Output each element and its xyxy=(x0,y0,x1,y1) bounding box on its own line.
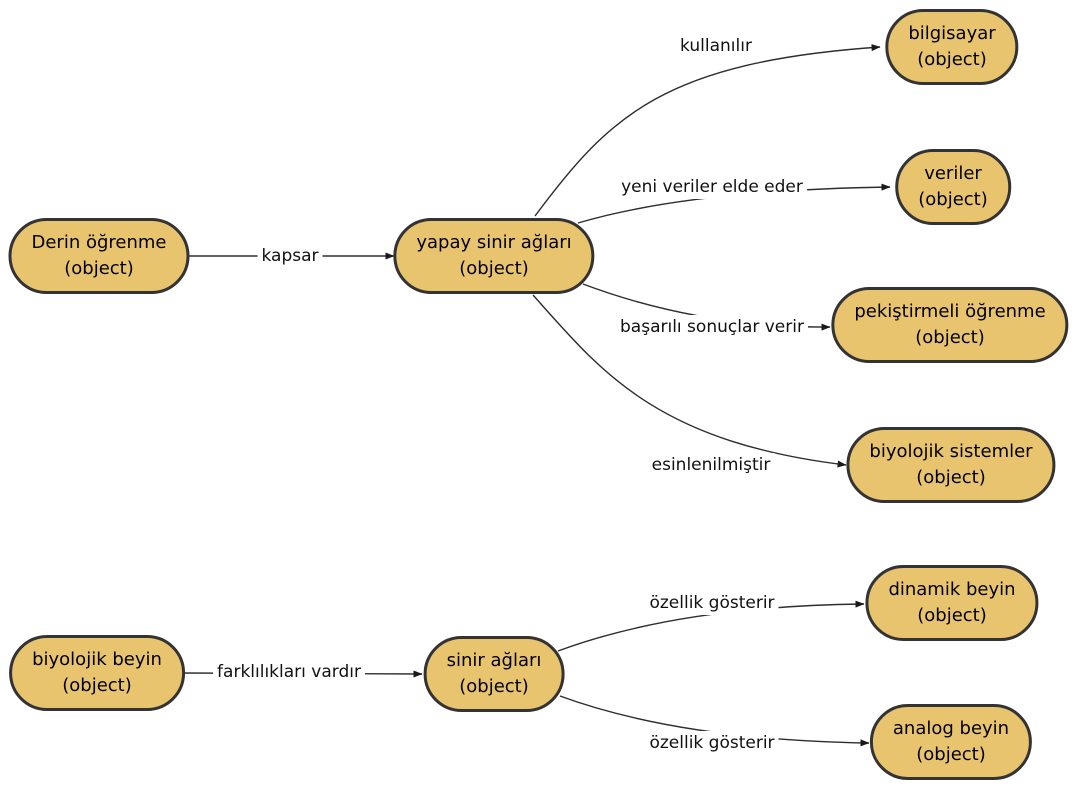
node-yapay-sinir-aglari[interactable]: yapay sinir ağları (object) xyxy=(393,218,595,294)
node-biyolojik-sistemler[interactable]: biyolojik sistemler (object) xyxy=(846,427,1056,503)
edge-label-ozellik-gosterir-1: özellik gösterir xyxy=(645,591,779,615)
edge-label-kapsar: kapsar xyxy=(257,244,323,268)
node-type: (object) xyxy=(915,327,985,348)
node-label: analog beyin xyxy=(892,718,1010,739)
node-label: biyolojik sistemler xyxy=(869,441,1033,462)
edge-label-farkliliklari: farklılıkları vardır xyxy=(213,660,365,684)
edge-label-ozellik-gosterir-2: özellik gösterir xyxy=(645,731,779,755)
node-analog-beyin[interactable]: analog beyin (object) xyxy=(869,704,1033,780)
edge-label-basarili-sonuclar: başarılı sonuçlar verir xyxy=(616,315,808,339)
node-type: (object) xyxy=(916,744,986,765)
node-derin-ogrenme[interactable]: Derin öğrenme (object) xyxy=(8,218,190,294)
node-type: (object) xyxy=(62,675,132,696)
edge-kullanilir-line xyxy=(534,44,881,217)
node-type: (object) xyxy=(64,258,134,279)
node-type: (object) xyxy=(916,467,986,488)
edge-ozellik-gosterir-1-line xyxy=(557,600,865,652)
node-dinamik-beyin[interactable]: dinamik beyin (object) xyxy=(865,565,1039,641)
node-label: veriler xyxy=(924,163,982,184)
node-label: Derin öğrenme xyxy=(31,232,167,253)
node-label: yapay sinir ağları xyxy=(416,232,572,253)
edge-ozellik-gosterir-2-line xyxy=(559,695,870,747)
node-veriler[interactable]: veriler (object) xyxy=(895,149,1011,225)
node-pekistirmeli-ogrenme[interactable]: pekiştirmeli öğrenme (object) xyxy=(831,287,1069,363)
node-label: biyolojik beyin xyxy=(32,649,162,670)
node-bilgisayar[interactable]: bilgisayar (object) xyxy=(885,9,1019,85)
node-label: bilgisayar xyxy=(908,23,996,44)
edge-label-kullanilir: kullanılır xyxy=(676,34,756,58)
edge-esinlenilmistir-line xyxy=(532,294,847,468)
edge-label-yeni-veriler: yeni veriler elde eder xyxy=(617,175,807,199)
node-label: dinamik beyin xyxy=(888,579,1016,600)
node-type: (object) xyxy=(917,49,987,70)
edge-label-esinlenilmistir: esinlenilmiştir xyxy=(647,453,775,477)
node-label: sinir ağları xyxy=(446,650,542,671)
node-type: (object) xyxy=(459,676,529,697)
node-sinir-aglari[interactable]: sinir ağları (object) xyxy=(423,636,565,712)
node-type: (object) xyxy=(917,605,987,626)
node-biyolojik-beyin[interactable]: biyolojik beyin (object) xyxy=(9,635,185,711)
node-type: (object) xyxy=(459,258,529,279)
node-label: pekiştirmeli öğrenme xyxy=(854,301,1046,322)
node-type: (object) xyxy=(918,189,988,210)
